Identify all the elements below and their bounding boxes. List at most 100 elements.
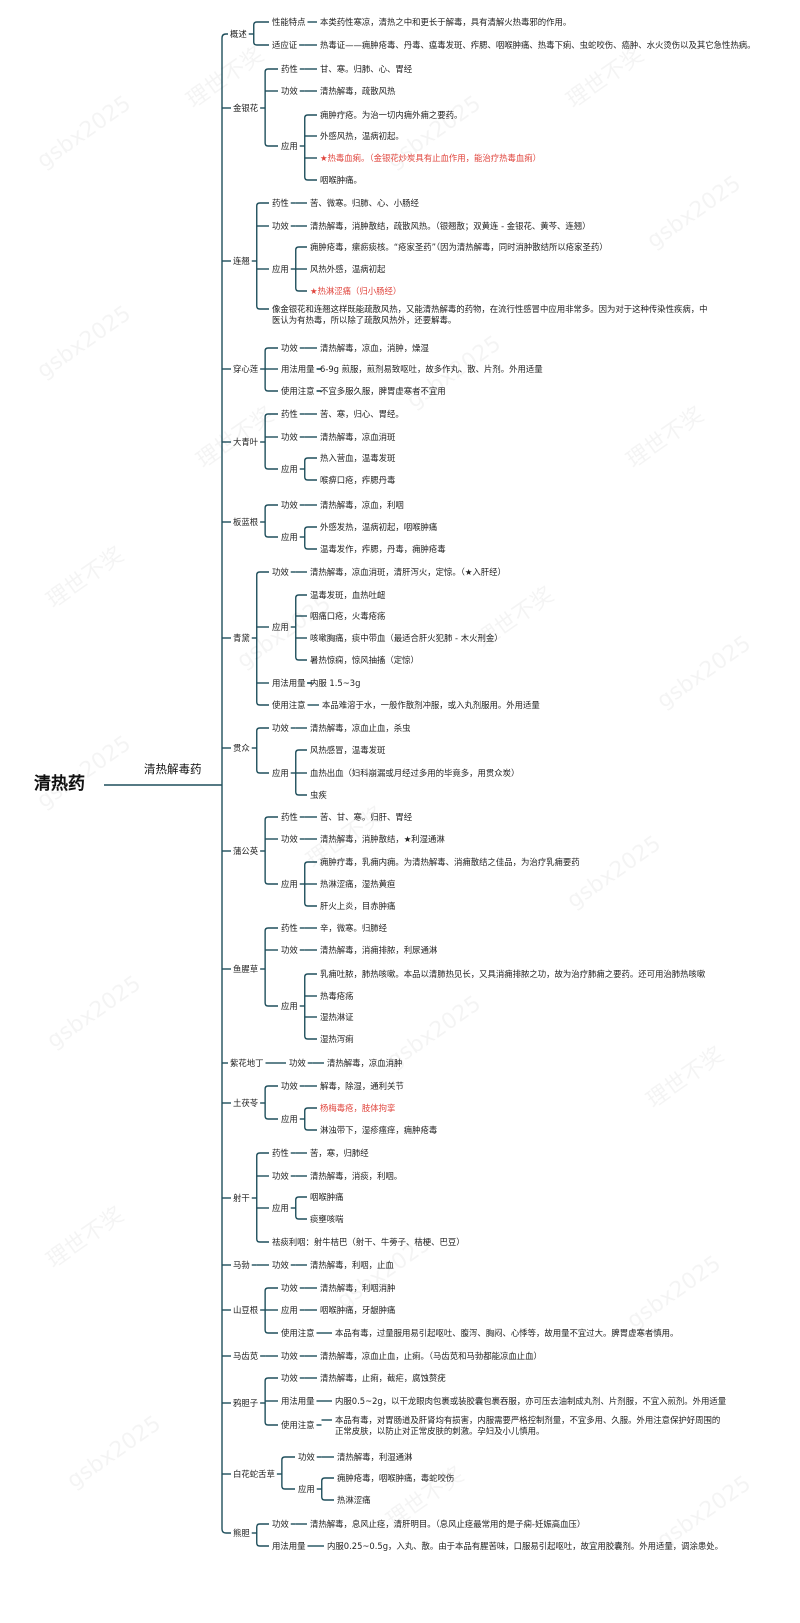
connector-line (256, 727, 269, 732)
connector-line (304, 526, 317, 531)
connector-line (304, 457, 317, 462)
connector-line (264, 413, 278, 418)
node-lq2a: 清热解毒，消肿散结，疏散风热。（银翘散；双黄连 - 金银花、黄芩、连翘） (310, 220, 591, 231)
node-pgy: 蒲公英 (233, 845, 259, 856)
node-dqy2: 功效 (281, 431, 298, 442)
node-jyh2a: 清热解毒，疏散风热 (320, 85, 396, 96)
node-lq1: 药性 (272, 197, 289, 208)
node-jyh3d: 咽喉肿痛。 (320, 174, 362, 185)
node-lq: 连翘 (233, 255, 250, 266)
connector-line (295, 287, 307, 292)
connector-line (304, 1035, 317, 1040)
connector-line (321, 1496, 334, 1501)
node-tfl2a: 杨梅毒疮，肢体拘挛 (320, 1102, 396, 1113)
connector-line (264, 1085, 278, 1090)
node-cxl: 穿心莲 (233, 363, 259, 374)
node-lq1a: 苦、微寒。归肺、心、小肠经 (310, 197, 419, 208)
node-qd1: 功效 (272, 566, 289, 577)
node-yxc3: 应用 (281, 1000, 298, 1011)
connector-line (304, 545, 317, 550)
node-mb1a: 清热解毒，利咽，止血 (310, 1259, 394, 1270)
node-mcx1a: 清热解毒，凉血止血，止痢。（马齿苋和马勃都能凉血止血） (320, 1350, 542, 1361)
node-qd4a: 本品难溶于水，一般作散剂冲服，或入丸剂服用。外用适量 (322, 699, 540, 710)
node-blg1: 功效 (281, 499, 298, 510)
node-gz1: 功效 (272, 722, 289, 733)
node-gz: 贯众 (233, 742, 250, 753)
node-tfl2b: 淋浊带下，湿疹瘙痒，痈肿疮毒 (320, 1124, 438, 1135)
node-bhsc2b: 热淋涩痛 (337, 1494, 371, 1505)
connector-line (221, 33, 228, 39)
node-sg3b: 痰壅咳喘 (310, 1213, 344, 1224)
node-sg2: 功效 (272, 1170, 289, 1181)
node-gs: 概述 (230, 28, 247, 39)
node-yxc2a: 清热解毒，消痈排脓，利尿通淋 (320, 944, 438, 955)
connector-line (295, 246, 307, 251)
node-zhdd1: 功效 (289, 1057, 306, 1068)
node-ydz3: 使用注意 (281, 1419, 315, 1430)
node-gz1a: 清热解毒，凉血止血，杀虫 (310, 722, 411, 733)
connector-line (256, 1238, 269, 1243)
connector-line (295, 594, 307, 599)
node-lq2: 功效 (272, 220, 289, 231)
node-blg2: 应用 (281, 531, 298, 542)
connector-line (295, 1196, 307, 1201)
node-xd: 熊胆 (233, 1527, 250, 1538)
node-jyh3a: 痈肿疔疮。为治一切内痈外痈之要药。 (320, 109, 463, 120)
node-qd3a: 内服 1.5~3g (310, 677, 361, 688)
node-sg2a: 清热解毒，消痰，利咽。 (310, 1170, 403, 1181)
node-blg1a: 清热解毒，凉血，利咽 (320, 499, 404, 510)
node-pgy2: 功效 (281, 833, 298, 844)
node-gs2: 适应证 (272, 39, 298, 50)
connector-line (256, 305, 269, 310)
node-pgy3b: 热淋涩痛，湿热黄疸 (320, 878, 396, 889)
node-pgy3c: 肝火上炎，目赤肿痛 (320, 900, 396, 911)
node-sg1a: 苦，寒，归肺经 (310, 1147, 369, 1158)
node-qd1a: 清热解毒，凉血消斑，清肝泻火，定惊。（★入肝经） (310, 566, 506, 577)
node-dqy1: 药性 (281, 408, 298, 419)
connector-line (264, 880, 278, 885)
node-sdg1: 功效 (281, 1282, 298, 1293)
connector-line (264, 504, 278, 509)
connector-line (295, 749, 307, 754)
connector-line (256, 701, 269, 706)
node-jyh3c: ★热毒血痢。（金银花炒炭具有止血作用，能治疗热毒血痢） (320, 152, 542, 163)
connector-line (264, 465, 278, 470)
node-sg4: 祛痰利咽：射牛桔巴（射干、牛蒡子、桔梗、巴豆） (272, 1236, 465, 1247)
node-mcx1: 功效 (281, 1350, 298, 1361)
node-pgy1a: 苦、甘、寒。归肝、胃经 (320, 811, 413, 822)
connector-line (304, 902, 317, 907)
node-sdg2: 应用 (281, 1304, 298, 1315)
connector-line (256, 769, 269, 774)
node-yxc1: 药性 (281, 922, 298, 933)
node-xd1: 功效 (272, 1518, 289, 1529)
node-yxc3b: 热毒疮疡 (320, 990, 354, 1001)
node-dqy: 大青叶 (233, 436, 259, 447)
node-jyh: 金银花 (233, 102, 259, 113)
node-jyh1a: 甘、寒。归肺、心、胃经 (320, 63, 413, 74)
node-qd2b: 咽痛口疮，火毒疮疡 (310, 610, 386, 621)
node-lq3c: ★热淋涩痛（归小肠经） (310, 285, 402, 296)
node-mb: 马勃 (233, 1259, 250, 1270)
node-ydz3a: 本品有毒，对胃肠道及肝肾均有损害，内服需要严格控制剂量，不宜多用、久服。外用注意… (335, 1414, 721, 1436)
node-yxc2: 功效 (281, 944, 298, 955)
connector-line (256, 1152, 269, 1157)
connector-line (264, 1287, 278, 1292)
connector-line (264, 816, 278, 821)
connector-line (281, 1456, 295, 1461)
connector-line (304, 1126, 317, 1131)
node-tfl1: 功效 (281, 1080, 298, 1091)
node-ydz: 鸦胆子 (233, 1397, 259, 1408)
node-gs1: 性能特点 (272, 16, 306, 27)
node-gs2a: 热毒证——痈肿疮毒、丹毒、瘟毒发斑、痄腮、咽喉肿痛、热毒下痢、虫蛇咬伤、癌肿、水… (320, 39, 756, 50)
node-jyh3: 应用 (281, 140, 298, 151)
node-lq3a: 痈肿疮毒，瘰疬痰核。“疮家圣药”（因为清热解毒，同时消肿散结所以疮家圣药） (310, 241, 608, 252)
node-yxc3c: 湿热淋证 (320, 1011, 354, 1022)
node-gz2: 应用 (272, 767, 289, 778)
connector-line (256, 1542, 269, 1547)
connector-line (321, 1477, 334, 1482)
node-sg3a: 咽喉肿痛 (310, 1191, 344, 1202)
node-xd2a: 内服0.25~0.5g，入丸、散。由于本品有腥苦味，口服易引起呕吐，故宜用胶囊剂… (327, 1540, 724, 1551)
node-qd: 青黛 (233, 632, 250, 643)
node-qd2a: 温毒发斑，血热吐衄 (310, 589, 386, 600)
